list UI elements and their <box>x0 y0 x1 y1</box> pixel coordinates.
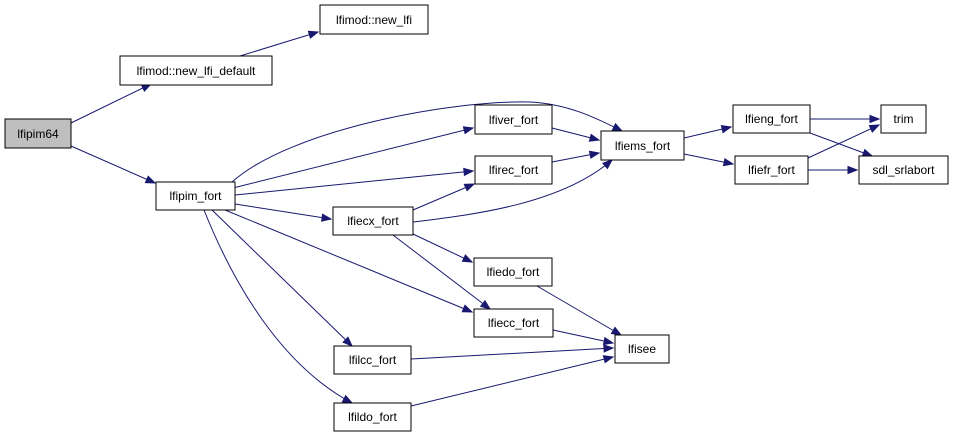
edge-lfipim-fort-to-lfiver-fort <box>232 126 475 189</box>
arrowhead-icon <box>463 167 475 177</box>
node-lfipim-fort[interactable]: lfipim_fort <box>155 181 236 211</box>
arrowhead-icon <box>588 150 601 159</box>
edge-lfiems-fort-to-lfiefr-fort <box>683 153 735 167</box>
arrowhead-icon <box>461 254 474 263</box>
arrowhead-icon <box>603 344 615 353</box>
edge-lfieng-fort-to-trim <box>810 114 881 124</box>
edge-lfipim64-to-lfipim-fort <box>70 145 157 184</box>
arrowhead-icon <box>342 336 353 347</box>
node-lfiver-fort[interactable]: lfiver_fort <box>474 104 553 135</box>
arrowhead-icon <box>602 336 615 346</box>
arrowhead-icon <box>462 126 475 135</box>
node-label-lfiems-fort: lfiems_fort <box>615 139 671 153</box>
node-lfiecc-fort[interactable]: lfiecc_fort <box>473 308 554 338</box>
arrowhead-icon <box>861 148 874 157</box>
edge-lfipim-fort-to-lfiecc-fort <box>224 209 474 313</box>
node-lfieng-fort[interactable]: lfieng_fort <box>732 104 811 134</box>
arrowhead-icon <box>463 183 476 192</box>
edge-lfiecc-fort-to-lfisee <box>552 329 615 346</box>
edge-lfiver-fort-to-lfiems-fort <box>551 127 601 142</box>
edge-lfipim-fort-to-lfirec-fort <box>234 167 475 196</box>
node-new-lfi[interactable]: lfimod::new_lfi <box>319 4 429 35</box>
edge-lfipim-fort-to-lfilcc-fort <box>211 209 353 347</box>
arrowhead-icon <box>610 326 623 336</box>
arrowhead-icon <box>869 114 881 124</box>
edge-lfiecx-fort-to-lfiems-fort <box>412 159 614 223</box>
node-label-lfildo-fort: lfildo_fort <box>348 410 397 424</box>
node-label-lfipim-fort: lfipim_fort <box>169 189 222 203</box>
arrowhead-icon <box>722 157 735 167</box>
node-label-lfilcc-fort: lfilcc_fort <box>349 353 397 367</box>
arrowhead-icon <box>611 122 624 132</box>
node-sdl-srlabort[interactable]: sdl_srlabort <box>858 155 949 185</box>
edge-lfiecx-fort-to-lfirec-fort <box>412 183 476 211</box>
arrowhead-icon <box>461 304 474 313</box>
edge-lfipim-fort-to-lfiems-fort <box>231 101 624 183</box>
call-edges <box>70 30 881 407</box>
node-lfilcc-fort[interactable]: lfilcc_fort <box>333 345 412 375</box>
node-label-lfipim64: lfipim64 <box>17 127 59 141</box>
node-lfiedo-fort[interactable]: lfiedo_fort <box>473 257 553 287</box>
edge-lfiedo-fort-to-lfisee <box>536 285 623 336</box>
node-label-new-lfi-default: lfimod::new_lfi_default <box>137 64 256 78</box>
node-trim[interactable]: trim <box>880 104 927 134</box>
node-label-trim: trim <box>894 112 914 126</box>
arrowhead-icon <box>602 355 615 364</box>
arrowhead-icon <box>307 30 320 39</box>
edge-lfiecx-fort-to-lfiecc-fort <box>392 234 492 310</box>
node-lfiefr-fort[interactable]: lfiefr_fort <box>734 155 809 185</box>
node-label-lfiefr-fort: lfiefr_fort <box>748 163 795 177</box>
edge-lfipim-fort-to-lfildo-fort <box>203 209 354 404</box>
edge-lfiefr-fort-to-trim <box>807 124 881 159</box>
node-label-lfiver-fort: lfiver_fort <box>489 113 539 127</box>
node-lfildo-fort[interactable]: lfildo_fort <box>333 402 412 432</box>
node-lfiems-fort[interactable]: lfiems_fort <box>600 130 685 161</box>
edge-lfipim-fort-to-lfiecx-fort <box>234 203 333 222</box>
arrowhead-icon <box>868 124 881 133</box>
arrowhead-icon <box>321 213 333 222</box>
node-label-new-lfi: lfimod::new_lfi <box>336 13 412 27</box>
node-lfisee[interactable]: lfisee <box>614 334 670 364</box>
arrowhead-icon <box>602 159 614 170</box>
edge-lfiefr-fort-to-sdl-srlabort <box>808 165 859 175</box>
node-label-lfiedo-fort: lfiedo_fort <box>487 265 540 279</box>
node-lfirec-fort[interactable]: lfirec_fort <box>474 155 553 185</box>
node-lfipim64[interactable]: lfipim64 <box>4 118 72 149</box>
edge-new-lfi-default-to-new-lfi <box>239 30 320 57</box>
edge-lfilcc-fort-to-lfisee <box>410 344 615 360</box>
node-label-lfirec-fort: lfirec_fort <box>489 163 539 177</box>
arrowhead-icon <box>341 394 354 404</box>
arrowhead-icon <box>847 165 859 175</box>
node-label-sdl-srlabort: sdl_srlabort <box>872 163 935 177</box>
node-label-lfieng-fort: lfieng_fort <box>745 112 798 126</box>
node-lfiecx-fort[interactable]: lfiecx_fort <box>332 206 414 236</box>
arrowhead-icon <box>720 124 733 134</box>
arrowhead-icon <box>144 175 157 184</box>
edge-lfiecx-fort-to-lfiedo-fort <box>412 233 474 263</box>
arrowhead-icon <box>479 299 492 310</box>
arrowhead-icon <box>588 133 601 142</box>
edge-lfirec-fort-to-lfiems-fort <box>551 150 601 163</box>
edge-lfiems-fort-to-lfieng-fort <box>683 124 733 139</box>
edge-lfildo-fort-to-lfisee <box>410 355 615 407</box>
node-label-lfisee: lfisee <box>628 342 656 356</box>
node-label-lfiecx-fort: lfiecx_fort <box>347 214 399 228</box>
node-new-lfi-default[interactable]: lfimod::new_lfi_default <box>119 55 273 86</box>
edge-lfipim64-to-new-lfi-default <box>70 83 153 124</box>
node-label-lfiecc-fort: lfiecc_fort <box>488 316 540 330</box>
